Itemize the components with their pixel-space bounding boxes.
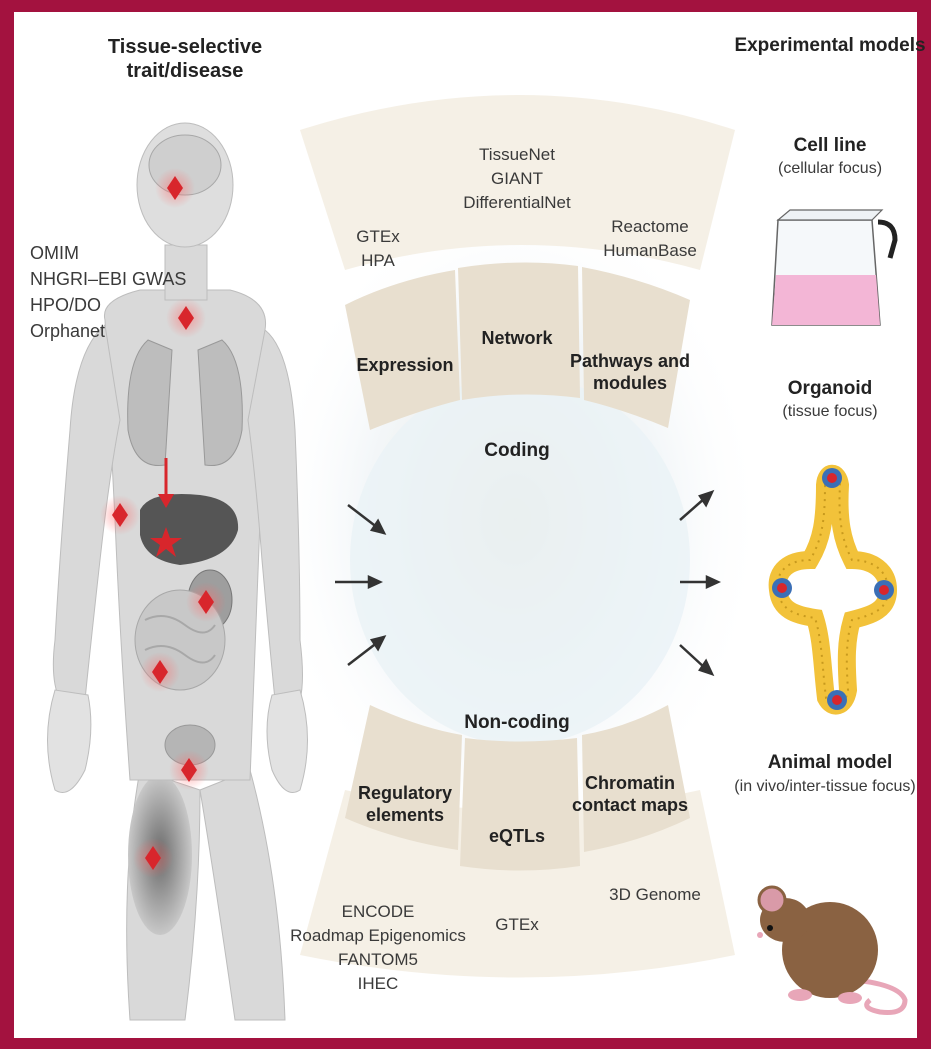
- title-right: Experimental models: [734, 35, 925, 57]
- database-gwas: NHGRI–EBI GWAS: [30, 266, 186, 292]
- segment-label-network: Network: [481, 328, 552, 349]
- cell-line-illustration: [772, 210, 895, 325]
- resources-expression: GTEx HPA: [356, 225, 399, 273]
- resources-chromatin: 3D Genome: [609, 885, 701, 905]
- model-organoid-focus: (tissue focus): [782, 403, 877, 421]
- segment-eqtls: [460, 738, 580, 871]
- database-hpo-do: HPO/DO: [30, 292, 186, 318]
- left-database-list: OMIM NHGRI–EBI GWAS HPO/DO Orphanet: [30, 240, 186, 344]
- model-cell-line-name: Cell line: [794, 135, 867, 157]
- resources-pathways: Reactome HumanBase: [603, 215, 697, 263]
- model-cell-line-focus: (cellular focus): [778, 160, 882, 178]
- segment-label-regulatory: Regulatory elements: [358, 782, 452, 826]
- model-organoid-name: Organoid: [788, 378, 872, 400]
- resources-regulatory: ENCODE Roadmap Epigenomics FANTOM5 IHEC: [290, 900, 466, 996]
- segment-label-pathways: Pathways and modules: [570, 350, 690, 394]
- resources-network: TissueNet GIANT DifferentialNet: [463, 143, 570, 215]
- organoid-illustration: [772, 468, 894, 710]
- database-orphanet: Orphanet: [30, 318, 186, 344]
- model-animal-name: Animal model: [768, 752, 893, 774]
- mouse-illustration: [757, 887, 905, 1013]
- database-omim: OMIM: [30, 240, 186, 266]
- segment-label-eqtls: eQTLs: [489, 826, 545, 847]
- noncoding-label: Non-coding: [464, 712, 570, 734]
- central-circle: [350, 375, 690, 745]
- title-left: Tissue-selective trait/disease: [108, 35, 262, 83]
- resources-eqtls: GTEx: [495, 915, 538, 935]
- model-animal-focus: (in vivo/inter-tissue focus): [734, 778, 915, 796]
- segment-label-expression: Expression: [356, 355, 453, 376]
- segment-label-chromatin: Chromatin contact maps: [572, 772, 688, 816]
- coding-label: Coding: [484, 440, 549, 462]
